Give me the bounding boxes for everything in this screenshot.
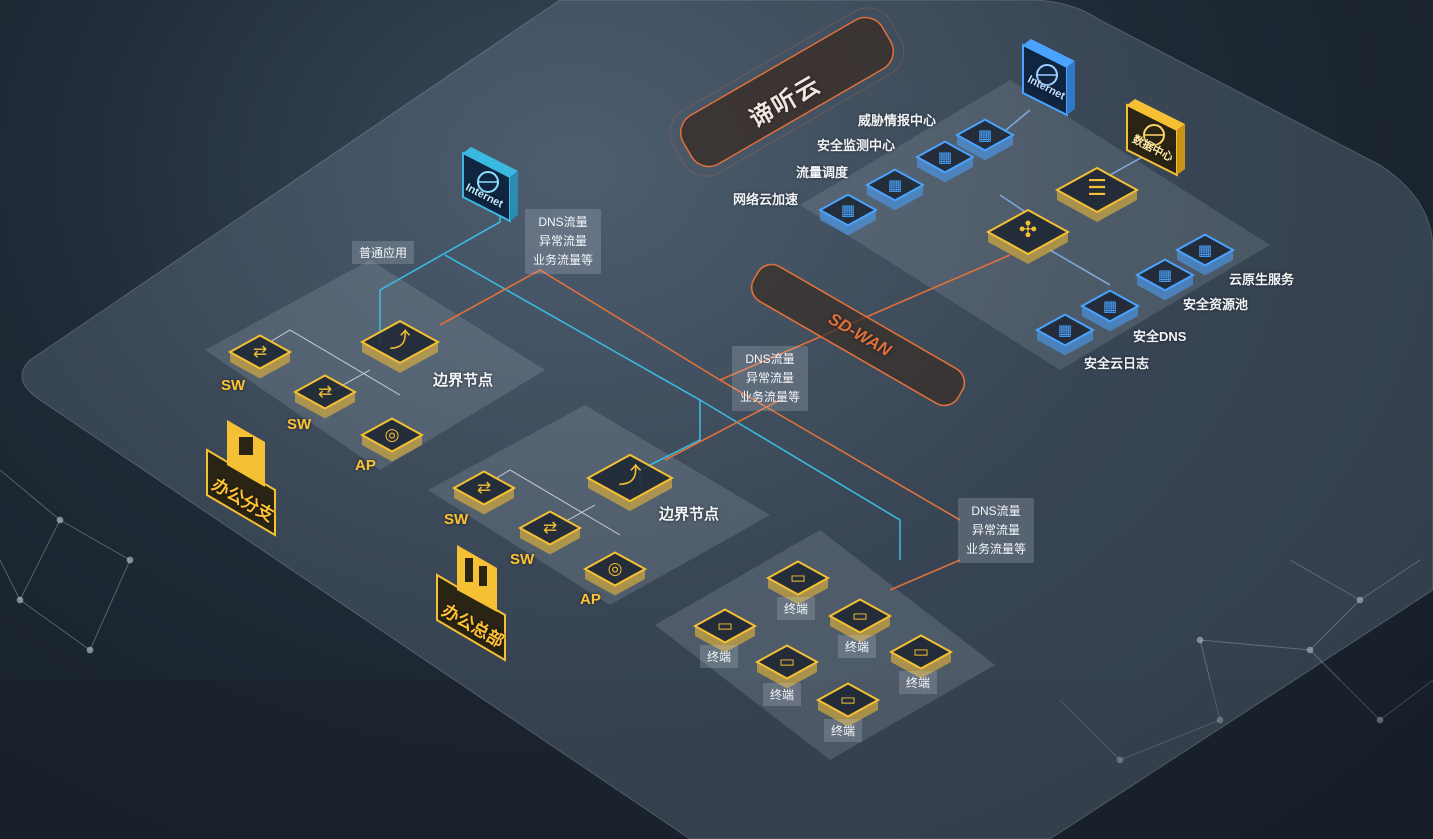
internet-badge-cloud (1022, 39, 1075, 117)
hq-office-badge (436, 545, 506, 662)
traffic-item: DNS流量 (971, 504, 1021, 518)
cloud-title-capsule (669, 7, 905, 177)
traffic-item: 业务流量等 (533, 253, 594, 267)
terminal-label: 终端 (838, 635, 877, 658)
service-label-resource-pool: 安全资源池 (1183, 297, 1249, 312)
svg-text:▭: ▭ (840, 690, 856, 710)
traffic-item: 业务流量等 (740, 390, 801, 404)
svg-text:▦: ▦ (841, 201, 855, 219)
service-label-cloud-log: 安全云日志 (1084, 356, 1150, 371)
branch-sw2-icon: ⇄ (292, 374, 358, 419)
traffic-item: DNS流量 (745, 352, 795, 366)
traffic-item: 异常流量 (972, 523, 1021, 537)
internet-badge-left (462, 147, 518, 223)
traffic-item: 异常流量 (746, 371, 795, 385)
terminal-icon: ▭ (754, 644, 820, 689)
svg-text:⇄: ⇄ (543, 518, 557, 538)
hq-platform (428, 405, 770, 605)
branch-sw1-label: SW (221, 377, 246, 394)
cloud-native-node-icon: ▦ (1174, 233, 1236, 276)
traffic-item: 异常流量 (539, 234, 588, 248)
hq-edge-label: 边界节点 (659, 506, 720, 523)
sdwan-capsule (750, 263, 966, 407)
svg-text:▭: ▭ (790, 568, 806, 588)
service-label-security-monitor: 安全监测中心 (817, 138, 896, 153)
branch-office-badge (206, 420, 276, 537)
terminal-label: 终端 (763, 683, 802, 706)
hq-sw2-icon: ⇄ (517, 510, 583, 555)
svg-text:▦: ▦ (938, 148, 952, 166)
cloud-log-node-icon: ▦ (1034, 313, 1096, 356)
branch-edge-node-icon: ⤴ (359, 319, 441, 373)
branch-ap-label: AP (355, 457, 376, 474)
terminal-icon: ▭ (815, 682, 881, 727)
branch-sw1-icon: ⇄ (227, 334, 293, 379)
datacenter-badge (1126, 99, 1185, 177)
terminal-label: 终端 (899, 671, 938, 694)
terminal-icon: ▭ (827, 598, 893, 643)
common-app-tag: 普通应用 (352, 241, 415, 264)
hq-sw1-icon: ⇄ (451, 470, 517, 515)
service-label-cloud-native: 云原生服务 (1229, 272, 1295, 287)
hq-ap-icon: ◎ (582, 551, 648, 596)
svg-text:⇄: ⇄ (318, 382, 332, 402)
hq-sw1-label: SW (444, 511, 469, 528)
resource-pool-node-icon: ▦ (1134, 258, 1196, 301)
background-mesh (0, 469, 1433, 764)
service-label-traffic-dispatch: 流量调度 (796, 165, 849, 180)
service-label-secure-dns: 安全DNS (1133, 329, 1187, 344)
storage-core-icon: ☰ (1054, 166, 1140, 222)
svg-text:⇄: ⇄ (477, 478, 491, 498)
terminal-platform (655, 530, 995, 760)
threat-intel-node-icon: ▦ (954, 118, 1016, 161)
svg-text:▦: ▦ (1198, 241, 1212, 259)
svg-text:▭: ▭ (717, 616, 733, 636)
traffic-item: DNS流量 (538, 215, 588, 229)
service-label-network-accel: 网络云加速 (733, 192, 799, 207)
hq-ap-label: AP (580, 591, 601, 608)
traffic-dispatch-node-icon: ▦ (864, 168, 926, 211)
security-monitor-node-icon: ▦ (914, 140, 976, 183)
svg-text:⤴: ⤴ (390, 328, 411, 352)
branch-sw2-label: SW (287, 416, 312, 433)
svg-text:▦: ▦ (978, 126, 992, 144)
branch-ap-icon: ◎ (359, 417, 425, 462)
cloud-router-icon: ✣ (985, 208, 1071, 264)
service-label-threat-intel: 威胁情报中心 (858, 113, 937, 128)
svg-text:▦: ▦ (888, 176, 902, 194)
traffic-box: DNS流量 异常流量 业务流量等 (525, 209, 602, 274)
traffic-item: 业务流量等 (966, 542, 1027, 556)
svg-text:▭: ▭ (779, 652, 795, 672)
traffic-box: DNS流量 异常流量 业务流量等 (732, 346, 809, 411)
svg-text:☰: ☰ (1087, 176, 1107, 201)
branch-edge-label: 边界节点 (433, 372, 494, 389)
terminal-icon: ▭ (765, 560, 831, 605)
svg-text:▭: ▭ (913, 642, 929, 662)
terminal-icon: ▭ (888, 634, 954, 679)
secure-dns-node-icon: ▦ (1079, 289, 1141, 332)
network-accel-node-icon: ▦ (817, 193, 879, 236)
terminal-label: 终端 (777, 597, 816, 620)
svg-text:◎: ◎ (608, 559, 623, 579)
svg-text:⤴: ⤴ (619, 463, 642, 489)
svg-text:▭: ▭ (852, 606, 868, 626)
branch-platform (205, 260, 545, 470)
svg-text:✣: ✣ (1019, 218, 1037, 243)
terminal-label: 终端 (700, 645, 739, 668)
svg-text:▦: ▦ (1058, 321, 1072, 339)
traffic-box: DNS流量 异常流量 业务流量等 (958, 498, 1035, 563)
terminal-icon: ▭ (692, 608, 758, 653)
hq-edge-node-icon: ⤴ (585, 453, 675, 512)
svg-text:▦: ▦ (1158, 266, 1172, 284)
svg-text:⇄: ⇄ (253, 342, 267, 362)
terminal-label: 终端 (824, 719, 863, 742)
hq-sw2-label: SW (510, 551, 535, 568)
svg-text:◎: ◎ (385, 425, 400, 445)
svg-text:▦: ▦ (1103, 297, 1117, 315)
